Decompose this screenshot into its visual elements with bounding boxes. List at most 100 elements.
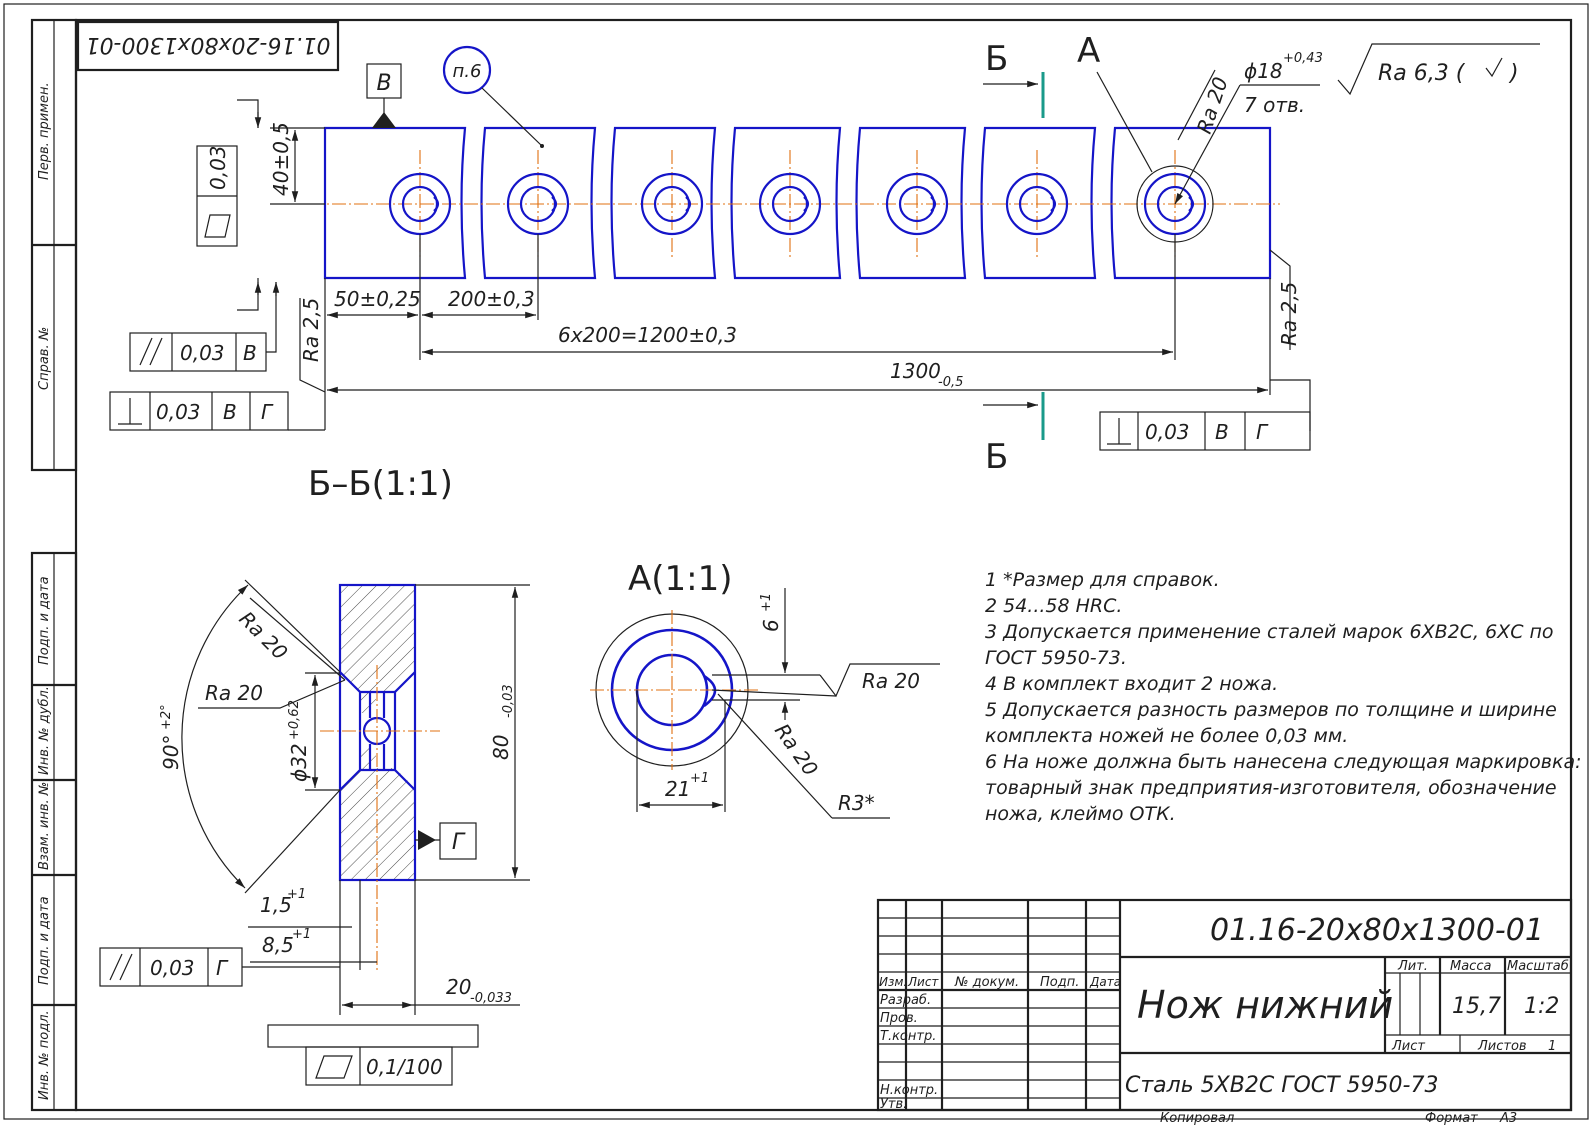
tb-listov-label: Листов bbox=[1477, 1039, 1527, 1054]
parallel-bottom-datum: Г bbox=[216, 956, 229, 980]
dim-width: 80 bbox=[489, 735, 513, 760]
technical-notes: 1 *Размер для справок. 2 54...58 HRC. 3 … bbox=[985, 569, 1582, 825]
dim-length-tol: -0,5 bbox=[938, 375, 963, 390]
view-title: А(1:1) bbox=[628, 559, 733, 599]
note-line-4: ГОСТ 5950-73. bbox=[985, 647, 1127, 669]
dim-cham-tol: +1 bbox=[287, 887, 306, 902]
note-line-6: 5 Допускается разность размеров по толщи… bbox=[985, 699, 1557, 721]
tol-parallel-top: 0,03 В bbox=[129, 282, 280, 372]
outer-frame bbox=[3, 3, 1589, 1120]
tb-list-label: Лист bbox=[1391, 1039, 1425, 1054]
flatness-icon bbox=[204, 214, 231, 238]
note-line-9: товарный знак предприятия-изготовителя, … bbox=[985, 777, 1557, 799]
stamp-inv-podl: Инв. № подл. bbox=[37, 1010, 52, 1100]
note-line-10: ножа, клеймо ОТК. bbox=[985, 803, 1176, 825]
hole-count: 7 отв. bbox=[1244, 93, 1305, 117]
dim-bore: ϕ32 bbox=[287, 743, 311, 782]
tb-massa: Масса bbox=[1450, 959, 1491, 974]
dim-length: 1300 bbox=[890, 359, 941, 383]
stamp-podp-data-1: Подп. и дата bbox=[37, 576, 52, 665]
note-line-7: комплекта ножей не более 0,03 мм. bbox=[985, 725, 1348, 747]
hole-3 bbox=[640, 172, 704, 236]
tb-listov-value: 1 bbox=[1548, 1039, 1556, 1054]
note-line-8: 6 На ноже должна быть нанесена следующая… bbox=[985, 751, 1582, 773]
stamp-sprav-no: Справ. № bbox=[37, 327, 52, 390]
dim-thick-tol: -0,033 bbox=[470, 991, 512, 1006]
top-code-box: 01.16-20x80x1300-01 bbox=[76, 20, 340, 72]
perp-right-d2: Г bbox=[1256, 420, 1269, 444]
perp-right-value: 0,03 bbox=[1145, 420, 1190, 444]
hole-5 bbox=[885, 172, 949, 236]
tol-flat-bottom: 0,1/100 bbox=[305, 1046, 453, 1086]
section-mark-bottom: Б bbox=[985, 437, 1008, 477]
hole-4 bbox=[758, 172, 822, 236]
top-code-text: 01.16-20x80x1300-01 bbox=[86, 32, 331, 57]
ra-cham-1: Ra 20 bbox=[234, 607, 292, 665]
parallel-top-datum: В bbox=[243, 341, 257, 365]
parallel-top-value: 0,03 bbox=[180, 341, 225, 365]
note-line-1: 1 *Размер для справок. bbox=[985, 569, 1220, 591]
dim-key-w-tol: +1 bbox=[690, 771, 709, 786]
hole-diam: ϕ18 bbox=[1244, 59, 1283, 83]
ra-cham-2: Ra 20 bbox=[205, 681, 263, 705]
ra-key-2: Ra 20 bbox=[770, 719, 823, 780]
stamp-vzam-inv: Взам. инв. № bbox=[37, 782, 52, 870]
dim-chain: 6x200=1200±0,3 bbox=[558, 323, 737, 347]
stamp-podp-data-2: Подп. и дата bbox=[37, 896, 52, 985]
hole-diam-tol: +0,43 bbox=[1283, 51, 1323, 66]
view-mark: А bbox=[1077, 31, 1100, 71]
dim-key-r: R3* bbox=[838, 791, 875, 815]
dim-height: 40±0,5 bbox=[269, 122, 293, 196]
tb-mass-value: 15,7 bbox=[1452, 994, 1501, 1019]
perpendicular-icon-right bbox=[1107, 418, 1131, 445]
title-block: Изм. Лист № докум. Подп. Дата Разраб. Пр… bbox=[876, 898, 1573, 1112]
dim-off-tol: +1 bbox=[292, 927, 311, 942]
perp-left-d2: Г bbox=[261, 400, 274, 424]
tol-parallel-bottom: 0,03 Г bbox=[99, 947, 340, 987]
dim-pitch: 200±0,3 bbox=[448, 287, 535, 311]
tb-material: Сталь 5ХВ2С ГОСТ 5950-73 bbox=[1125, 1073, 1438, 1098]
flatness-icon-bottom bbox=[315, 1055, 353, 1079]
tb-prov: Пров. bbox=[880, 1011, 918, 1026]
parallel-icon-bottom bbox=[109, 953, 133, 981]
detail-view: А(1:1) 6 +1 Ra 20 Ra 20 R3* 21 +1 bbox=[590, 559, 940, 819]
perp-right-d1: В bbox=[1215, 420, 1229, 444]
datum-g-label: Г bbox=[452, 830, 466, 855]
stamp-inv-dubl: Инв. № дубл. bbox=[37, 686, 52, 775]
note-line-3: 3 Допускается применение сталей марок 6Х… bbox=[985, 621, 1554, 643]
perpendicular-icon bbox=[118, 398, 142, 425]
tb-name: Нож нижний bbox=[1137, 983, 1393, 1027]
dim-first: 50±0,25 bbox=[334, 287, 421, 311]
ra-right: Ra 2,5 bbox=[1277, 282, 1301, 346]
note-line-2: 2 54...58 HRC. bbox=[985, 595, 1122, 617]
tb-utv: Утв. bbox=[880, 1097, 907, 1112]
parallel-bottom-value: 0,03 bbox=[150, 956, 195, 980]
tb-scale-value: 1:2 bbox=[1524, 994, 1559, 1019]
tb-izm: Изм. bbox=[879, 975, 907, 989]
tb-lit: Лит. bbox=[1397, 959, 1428, 974]
item-ref: п.6 bbox=[453, 61, 482, 82]
svg-text:): ) bbox=[1508, 61, 1519, 86]
footer-kopiroval: Копировал bbox=[1160, 1111, 1234, 1126]
dim-key-h: 6 bbox=[759, 619, 783, 632]
dim-thick: 20 bbox=[446, 975, 471, 999]
tb-masshtab: Масштаб bbox=[1507, 959, 1569, 974]
ra-left: Ra 2,5 bbox=[299, 298, 323, 362]
parallel-icon bbox=[139, 337, 163, 366]
tol-perp-right: 0,03 В Г bbox=[1099, 379, 1311, 451]
roughness-general: Ra 6,3 ( bbox=[1378, 61, 1466, 86]
side-stamp: Перв. примен. Справ. № Подп. и дата Инв.… bbox=[30, 18, 78, 1112]
tb-podp: Подп. bbox=[1040, 975, 1079, 990]
section-mark-top: Б bbox=[985, 39, 1008, 79]
dim-angle: 90° bbox=[159, 735, 183, 770]
perp-left-value: 0,03 bbox=[156, 400, 201, 424]
hole-6 bbox=[1005, 172, 1069, 236]
footer-format-value: A3 bbox=[1499, 1111, 1517, 1126]
tb-code: 01.16-20x80x1300-01 bbox=[1210, 913, 1544, 948]
dim-bore-tol: +0,62 bbox=[287, 700, 302, 740]
tb-doc-no: № докум. bbox=[954, 975, 1019, 990]
dim-cham: 1,5 bbox=[260, 893, 292, 917]
hole-1 bbox=[388, 172, 452, 236]
datum-g-box bbox=[439, 822, 477, 860]
